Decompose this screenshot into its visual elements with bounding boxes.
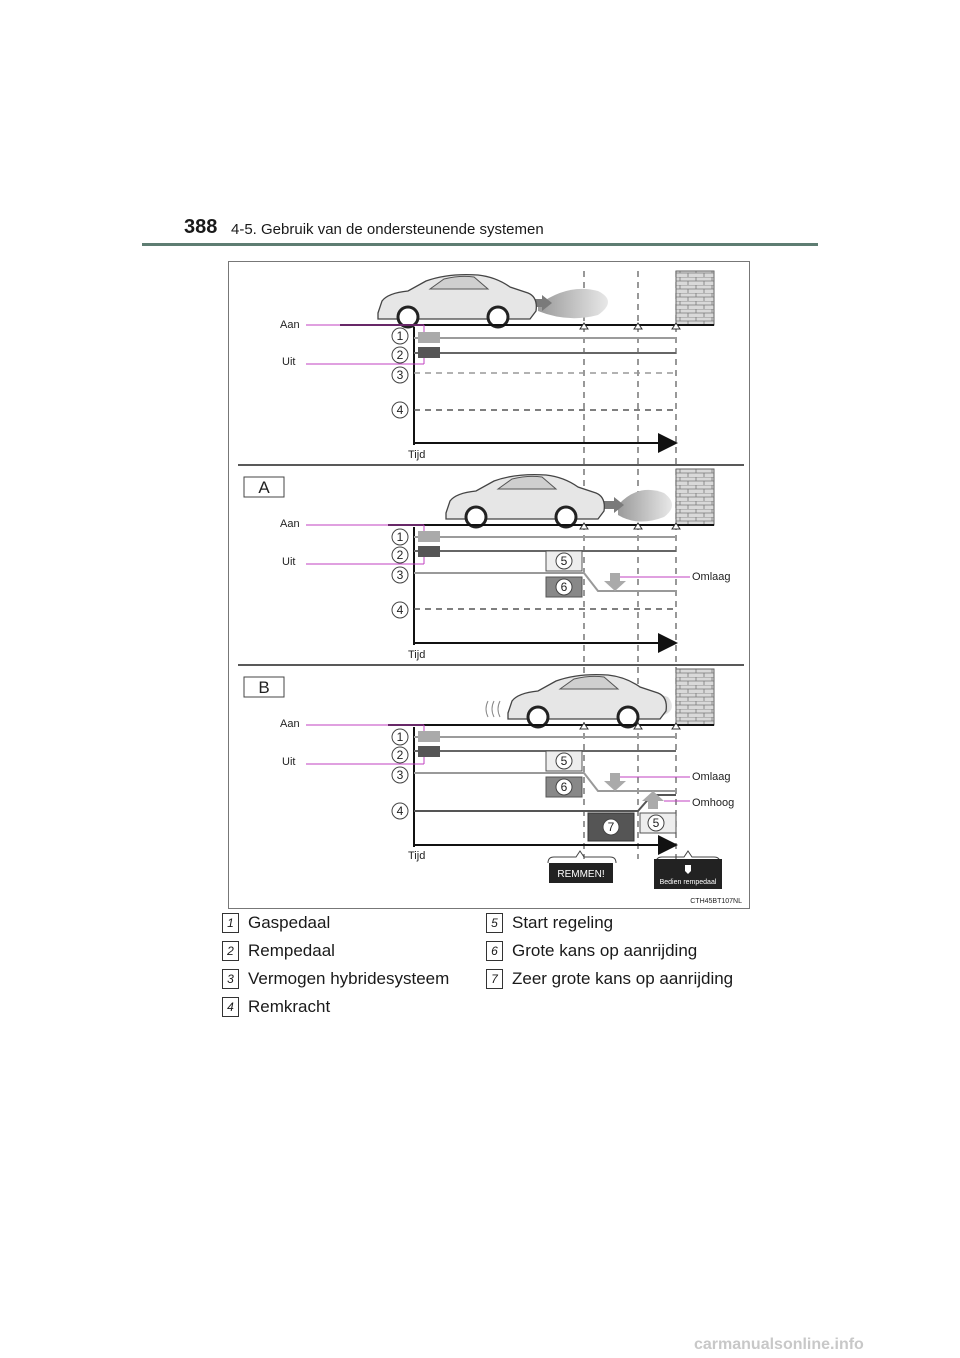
brake-pedal-icon <box>685 865 691 874</box>
radar-beam <box>618 489 672 522</box>
svg-text:2: 2 <box>397 748 404 762</box>
wall <box>675 668 715 726</box>
svg-text:1: 1 <box>397 730 404 744</box>
svg-text:5: 5 <box>561 754 568 768</box>
svg-text:6: 6 <box>561 580 568 594</box>
wall <box>675 270 715 326</box>
panel-b-label-box <box>243 676 285 698</box>
image-code: CTH45BT107NL <box>690 898 742 905</box>
svg-text:7: 7 <box>608 820 615 834</box>
off-label: Uit <box>282 756 295 768</box>
on-label: Aan <box>280 518 300 530</box>
svg-text:5: 5 <box>561 554 568 568</box>
time-markers <box>583 271 677 859</box>
brake-warning-text: REMMEN! <box>557 869 604 880</box>
svg-text:1: 1 <box>397 329 404 343</box>
time-label: Tijd <box>408 649 425 661</box>
down-label: Omlaag <box>692 571 731 583</box>
off-label: Uit <box>282 556 295 568</box>
wall <box>675 468 715 526</box>
on-label: Aan <box>280 718 300 730</box>
header-rule <box>142 243 818 246</box>
svg-text:5: 5 <box>653 816 660 830</box>
on-label: Aan <box>280 319 300 331</box>
svg-text:4: 4 <box>397 603 404 617</box>
panel-a: A Aan Uit Tijd Omlaag 1 2 3 <box>243 468 731 661</box>
press-brake-text: Bedien rempedaal <box>660 879 717 886</box>
section-title: 4-5. Gebruik van de ondersteunende syste… <box>231 221 544 238</box>
svg-text:2: 2 <box>397 348 404 362</box>
svg-text:4: 4 <box>397 403 404 417</box>
up-label: Omhoog <box>692 797 734 809</box>
panel-b-letter: B <box>258 678 269 697</box>
svg-text:3: 3 <box>397 368 404 382</box>
off-label: Uit <box>282 356 295 368</box>
svg-text:4: 4 <box>397 804 404 818</box>
panel-a-letter: A <box>258 478 270 497</box>
watermark: carmanualsonline.info <box>694 1336 864 1353</box>
time-label: Tijd <box>408 850 425 862</box>
page-number: 388 <box>184 216 218 238</box>
panel-a-label-box <box>243 476 285 498</box>
aeb-timing-figure: Aan Uit Tijd 1 2 3 4 A <box>228 261 750 909</box>
brake-warning-display <box>549 863 613 883</box>
radar-beam <box>538 288 608 319</box>
svg-text:3: 3 <box>397 768 404 782</box>
svg-text:1: 1 <box>397 530 404 544</box>
down-label: Omlaag <box>692 771 731 783</box>
svg-text:3: 3 <box>397 568 404 582</box>
svg-text:2: 2 <box>397 548 404 562</box>
svg-text:6: 6 <box>561 780 568 794</box>
panel-baseline: Aan Uit Tijd 1 2 3 4 <box>280 270 715 461</box>
time-label: Tijd <box>408 449 425 461</box>
panel-b: B Aan Uit Tijd Omlaag O <box>243 668 734 889</box>
